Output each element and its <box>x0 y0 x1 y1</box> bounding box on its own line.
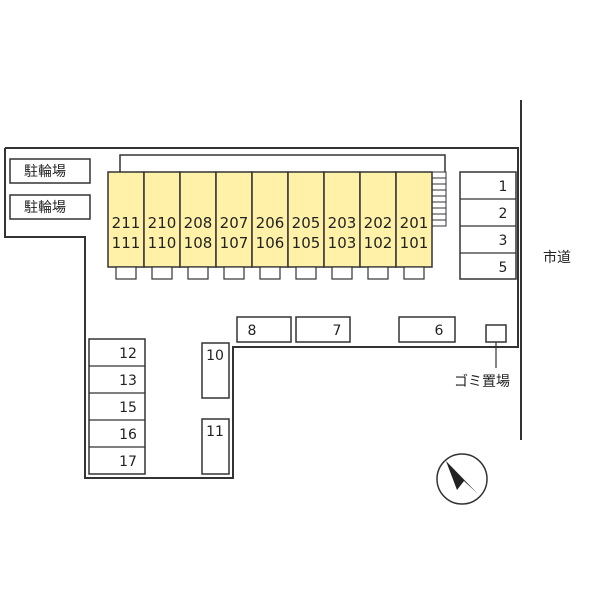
parking-space-label[interactable]: 16 <box>119 427 137 443</box>
unit-block[interactable]: 203 103 <box>323 171 361 280</box>
unit-lower-label: 107 <box>220 234 249 252</box>
parking-space-label[interactable]: 6 <box>435 323 444 339</box>
unit-balcony <box>331 266 353 280</box>
unit-balcony <box>259 266 281 280</box>
road-label: 市道 <box>543 249 571 266</box>
garbage-area: ゴミ置場 <box>454 324 510 390</box>
walkway-outline <box>119 154 446 172</box>
parking-space-label[interactable]: 7 <box>333 323 342 339</box>
parking-space[interactable] <box>398 316 456 343</box>
unit-block[interactable]: 206 106 <box>251 171 289 280</box>
parking-group-right: 1 2 3 5 <box>459 171 517 280</box>
north-arrow-icon <box>436 453 488 505</box>
unit-balcony <box>223 266 245 280</box>
parking-space[interactable] <box>201 418 230 475</box>
parking-space[interactable] <box>201 342 230 399</box>
bicycle-parking-1: 駐輪場 <box>9 158 91 184</box>
parking-group-middle: 8 7 6 <box>236 316 456 343</box>
unit-upper-label: 206 <box>256 214 285 232</box>
unit-lower-label: 110 <box>148 234 177 252</box>
parking-space-label[interactable]: 5 <box>499 260 508 276</box>
parking-space-label[interactable]: 12 <box>119 346 137 362</box>
unit-upper-label: 210 <box>148 214 177 232</box>
unit-lower-label: 103 <box>328 234 357 252</box>
unit-block[interactable]: 210 110 <box>143 171 181 280</box>
bicycle-parking-label: 駐輪場 <box>24 163 66 180</box>
parking-space[interactable] <box>295 316 351 343</box>
parking-space-label[interactable]: 15 <box>119 400 137 416</box>
bicycle-parking-label: 駐輪場 <box>24 199 66 216</box>
stairs <box>431 171 447 227</box>
unit-block[interactable]: 201 101 <box>395 171 433 280</box>
unit-block[interactable]: 208 108 <box>179 171 217 280</box>
garbage-box <box>485 324 507 343</box>
bicycle-parking-2: 駐輪場 <box>9 194 91 220</box>
unit-balcony <box>403 266 425 280</box>
unit-block[interactable]: 202 102 <box>359 171 397 280</box>
unit-upper-label: 203 <box>328 214 357 232</box>
unit-lower-label: 105 <box>292 234 321 252</box>
unit-balcony <box>115 266 137 280</box>
unit-lower-label: 106 <box>256 234 285 252</box>
parking-space-label[interactable]: 11 <box>206 424 224 440</box>
parking-group-left: 12 13 15 16 17 <box>88 338 146 475</box>
unit-lower-label: 108 <box>184 234 213 252</box>
parking-space-label[interactable]: 8 <box>248 323 257 339</box>
parking-space-label[interactable]: 2 <box>499 206 508 222</box>
unit-balcony <box>367 266 389 280</box>
garbage-label: ゴミ置場 <box>454 373 510 390</box>
unit-upper-label: 207 <box>220 214 249 232</box>
parking-group-vertical: 10 11 <box>201 342 230 475</box>
parking-space-label[interactable]: 17 <box>119 454 137 470</box>
unit-upper-label: 205 <box>292 214 321 232</box>
parking-space-label[interactable]: 13 <box>119 373 137 389</box>
unit-balcony <box>295 266 317 280</box>
unit-balcony <box>151 266 173 280</box>
parking-space-label[interactable]: 1 <box>499 179 508 195</box>
site-boundary <box>4 147 519 479</box>
parking-space-label[interactable]: 10 <box>206 348 224 364</box>
unit-upper-label: 201 <box>400 214 429 232</box>
unit-block[interactable]: 205 105 <box>287 171 325 280</box>
unit-block[interactable]: 211 111 <box>107 171 145 280</box>
unit-lower-label: 111 <box>112 234 141 252</box>
parking-space-label[interactable]: 3 <box>499 233 508 249</box>
apartment-building: 211 111 210 110 208 108 207 107 206 106 <box>107 171 433 280</box>
unit-upper-label: 211 <box>112 214 141 232</box>
unit-lower-label: 101 <box>400 234 429 252</box>
unit-upper-label: 208 <box>184 214 213 232</box>
unit-balcony <box>187 266 209 280</box>
unit-upper-label: 202 <box>364 214 393 232</box>
parking-space[interactable] <box>236 316 292 343</box>
unit-lower-label: 102 <box>364 234 393 252</box>
unit-block[interactable]: 207 107 <box>215 171 253 280</box>
